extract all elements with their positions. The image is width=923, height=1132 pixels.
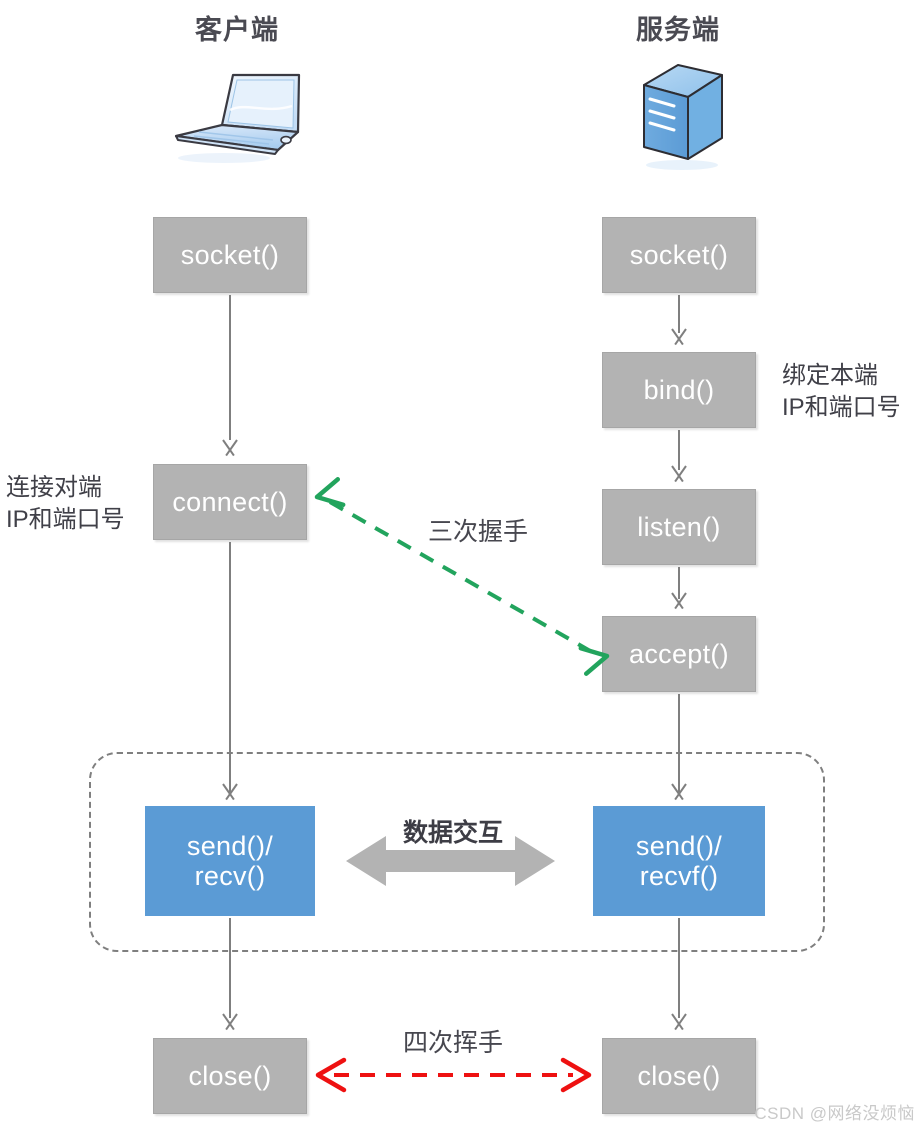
server-step-accept[interactable]: accept(): [602, 616, 756, 692]
arrowhead-server-listen: [668, 466, 690, 484]
connector-server-socket-to-bind: [678, 295, 680, 333]
server-icon: [630, 55, 740, 173]
data-exchange-annotation: 数据交互: [402, 819, 503, 847]
arrowhead-server-accept: [668, 593, 690, 611]
wave-arrow: [315, 1057, 592, 1093]
csdn-watermark: CSDN @网络没烦恼: [754, 1104, 915, 1123]
connector-server-accept-to-send: [678, 694, 680, 792]
bind-annotation: 绑定本端 IP和端口号: [782, 362, 901, 422]
client-step-connect[interactable]: connect(): [153, 464, 307, 540]
server-step-bind[interactable]: bind(): [602, 352, 756, 428]
server-step-send-recvf[interactable]: send()/ recvf(): [593, 806, 765, 916]
connector-client-send-to-close: [229, 918, 231, 1018]
server-column-title: 服务端: [636, 15, 720, 45]
handshake-arrow: [314, 477, 610, 676]
arrowhead-server-close: [668, 1014, 690, 1032]
connector-client-connect-to-send: [229, 542, 231, 792]
laptop-icon: [162, 62, 312, 172]
server-step-listen[interactable]: listen(): [602, 489, 756, 565]
arrowhead-client-close: [219, 1014, 241, 1032]
wave-annotation: 四次挥手: [402, 1029, 503, 1057]
data-exchange-zone: [89, 752, 825, 952]
client-column-title: 客户端: [195, 15, 279, 45]
connect-annotation: 连接对端 IP和端口号: [6, 474, 125, 534]
connector-server-send-to-close: [678, 918, 680, 1018]
server-step-close[interactable]: close(): [602, 1038, 756, 1114]
client-step-send-recv[interactable]: send()/ recv(): [145, 806, 315, 916]
arrowhead-client-send: [219, 784, 241, 802]
client-step-close[interactable]: close(): [153, 1038, 307, 1114]
server-step-socket[interactable]: socket(): [602, 217, 756, 293]
arrowhead-server-bind: [668, 329, 690, 347]
arrowhead-client-connect: [219, 440, 241, 458]
client-step-socket[interactable]: socket(): [153, 217, 307, 293]
connector-client-socket-to-connect: [229, 295, 231, 440]
connector-server-listen-to-accept: [678, 567, 680, 599]
handshake-annotation: 三次握手: [427, 518, 528, 546]
arrowhead-server-send: [668, 784, 690, 802]
connector-server-bind-to-listen: [678, 430, 680, 470]
